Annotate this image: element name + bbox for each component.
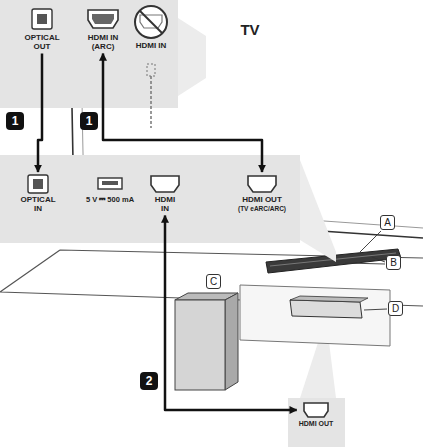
- callout-number: 2: [140, 372, 158, 390]
- port-text: (TV eARC/ARC): [238, 205, 286, 212]
- prohibited-sign: [135, 6, 167, 38]
- callout-number: 1: [80, 112, 98, 130]
- device-port-panel: [288, 398, 345, 447]
- cable: [165, 216, 297, 410]
- port-label: 5 V ⎓ 500 mA: [84, 172, 136, 206]
- port-label: OPTICAL IN: [15, 172, 61, 216]
- port-text: TV: [240, 22, 259, 39]
- subwoofer-side: [225, 293, 238, 390]
- port-text: 5 V ⎓ 500 mA: [86, 196, 134, 204]
- part-letter: D: [388, 301, 403, 316]
- source-device-top: [290, 296, 368, 302]
- port-label: HDMI OUT: [297, 400, 336, 430]
- hdmi-plug-dashed: [147, 64, 155, 76]
- port-label: HDMI IN: [134, 8, 169, 53]
- cable: [103, 54, 262, 172]
- port-label: HDMI IN: [148, 172, 182, 216]
- hdmi-port: [88, 10, 118, 28]
- port-label: HDMI OUT(TV eARC/ARC): [236, 172, 288, 214]
- hdmi-port: [151, 176, 179, 192]
- source-device: [290, 300, 362, 318]
- port-text: OPTICAL OUT: [19, 34, 65, 52]
- part-letter: A: [380, 215, 395, 230]
- port-text: HDMI IN: [136, 42, 167, 51]
- port-text: OPTICAL IN: [17, 196, 59, 214]
- usb-port-core: [102, 181, 118, 185]
- port-text: HDMI OUT: [238, 196, 286, 205]
- part-letter: C: [206, 274, 221, 289]
- panel-pointer: [300, 160, 336, 262]
- port-text: HDMI IN (ARC): [84, 34, 122, 52]
- prohibited-slash: [140, 11, 162, 33]
- cabinet-recess: [240, 285, 390, 346]
- usb-port: [98, 178, 122, 189]
- port-label: OPTICAL OUT: [17, 8, 67, 54]
- optical-port: [28, 175, 48, 193]
- callout-number: 1: [6, 112, 24, 130]
- part-letter: B: [386, 255, 401, 270]
- device-label: TV: [238, 22, 261, 41]
- panel-pointer: [178, 18, 206, 96]
- soundbar-port-panel: [0, 155, 300, 243]
- hdmi-port: [248, 176, 276, 192]
- hdmi-port-core: [92, 14, 114, 24]
- port-text: HDMI IN: [150, 196, 180, 214]
- hdmi-port: [304, 403, 328, 417]
- cabinet-outline: [0, 250, 423, 306]
- optical-port-core: [33, 179, 43, 189]
- port-text: HDMI OUT: [299, 420, 334, 428]
- optical-port-core: [37, 14, 47, 24]
- leader-line: [345, 231, 387, 310]
- cable-dashed: [150, 76, 152, 128]
- optical-port: [32, 9, 52, 29]
- port-label: HDMI IN (ARC): [82, 8, 124, 54]
- subwoofer: [175, 300, 225, 390]
- cable: [38, 54, 42, 172]
